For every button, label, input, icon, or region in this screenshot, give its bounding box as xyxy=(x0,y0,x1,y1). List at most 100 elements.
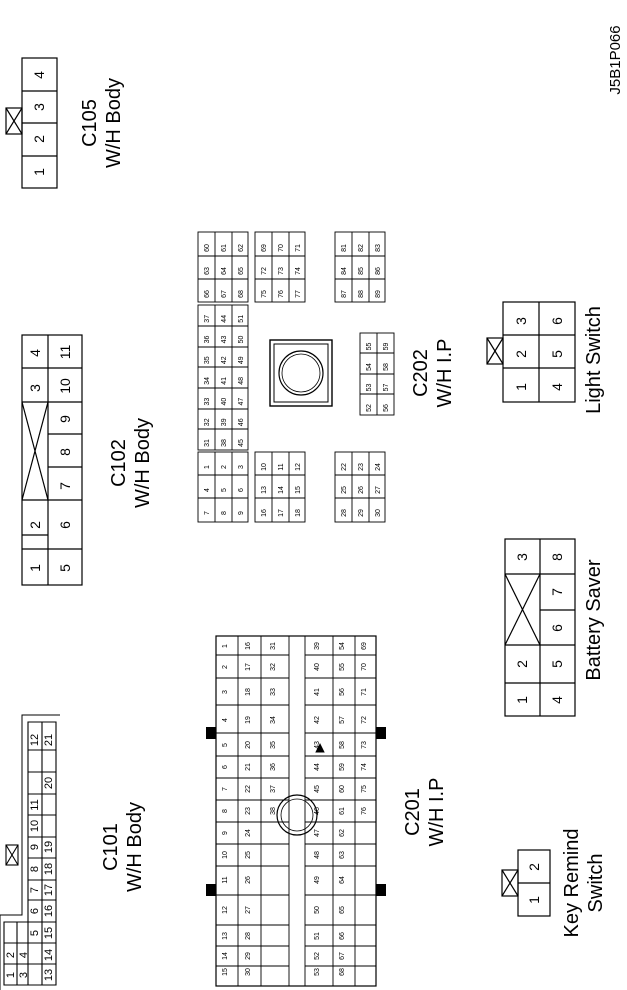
pin-label: 65 xyxy=(339,906,346,914)
pin-label: 20 xyxy=(43,777,55,789)
pin-label: 42 xyxy=(314,716,321,724)
pin-label: 25 xyxy=(341,486,348,494)
pin-label: 72 xyxy=(261,267,268,275)
pin-label: 18 xyxy=(43,863,55,875)
pin-label: 8 xyxy=(222,809,229,813)
pin-label: 8 xyxy=(221,511,228,515)
pin-label: 50 xyxy=(314,906,321,914)
pin-label: 74 xyxy=(295,267,302,275)
pin-label: 6 xyxy=(549,624,565,632)
pin-label: 14 xyxy=(43,949,55,961)
pin-label: 6 xyxy=(238,488,245,492)
pin-label: 7 xyxy=(57,482,73,490)
pin-label: 26 xyxy=(358,486,365,494)
pin-label: 39 xyxy=(314,642,321,650)
pin-label: 7 xyxy=(549,588,565,596)
pin-label: 75 xyxy=(361,785,368,793)
pin-label: 28 xyxy=(341,509,348,517)
pin-label: 82 xyxy=(358,244,365,252)
pin-label: 17 xyxy=(245,663,252,671)
latch-icon xyxy=(486,337,504,365)
pin-label: 75 xyxy=(261,290,268,298)
pin-label: 68 xyxy=(238,290,245,298)
pin-label: 54 xyxy=(366,363,373,371)
pin-label: 2 xyxy=(31,135,47,143)
connector-c101 xyxy=(0,714,60,990)
battery-saver-pins: 1 2 3 4 5 6 7 8 xyxy=(514,553,565,704)
pin-label: 62 xyxy=(238,244,245,252)
pin-label: 19 xyxy=(43,841,55,853)
pin-label: 51 xyxy=(314,932,321,940)
pin-label: 1 xyxy=(204,465,211,469)
pin-label: 6 xyxy=(29,908,41,914)
c102-location: W/H Body xyxy=(132,418,154,508)
pin-label: 24 xyxy=(375,463,382,471)
connector-c105 xyxy=(5,57,58,189)
pin-label: 67 xyxy=(339,952,346,960)
pin-label: 70 xyxy=(361,663,368,671)
pin-label: 69 xyxy=(361,642,368,650)
pin-label: 34 xyxy=(270,716,277,724)
pin-label: 52 xyxy=(366,404,373,412)
pin-label: 86 xyxy=(375,267,382,275)
pin-label: 23 xyxy=(245,807,252,815)
pin-label: 88 xyxy=(358,290,365,298)
pin-label: 5 xyxy=(221,488,228,492)
pin-label: 22 xyxy=(245,785,252,793)
pin-label: 63 xyxy=(204,267,211,275)
pin-label: 8 xyxy=(549,553,565,561)
pin-label: 84 xyxy=(341,267,348,275)
pin-label: 56 xyxy=(383,404,390,412)
pin-label: 81 xyxy=(341,244,348,252)
c201-location: W/H I.P xyxy=(426,778,448,847)
latch-icon xyxy=(5,107,23,135)
pin-label: 18 xyxy=(295,509,302,517)
pin-label: 43 xyxy=(314,741,321,749)
pin-label: 9 xyxy=(222,831,229,835)
pin-label: 4 xyxy=(31,71,47,79)
pin-label: 24 xyxy=(245,829,252,837)
pin-label: 17 xyxy=(278,509,285,517)
pin-label: 19 xyxy=(245,716,252,724)
pin-label: 37 xyxy=(204,315,211,323)
pin-label: 1 xyxy=(31,168,47,176)
pin-label: 8 xyxy=(57,448,73,456)
pin-label: 11 xyxy=(57,345,73,360)
pin-label: 1 xyxy=(5,972,17,978)
pin-label: 3 xyxy=(27,384,43,392)
pin-label: 49 xyxy=(238,356,245,364)
pin-label: 89 xyxy=(375,290,382,298)
pin-label: 2 xyxy=(526,863,542,871)
pin-label: 6 xyxy=(57,521,73,529)
pin-label: 29 xyxy=(358,509,365,517)
connector-key-remind xyxy=(501,849,551,917)
pin-label: 11 xyxy=(222,876,229,883)
pin-label: 3 xyxy=(238,465,245,469)
connector-light-switch xyxy=(486,301,576,403)
pin-label: 9 xyxy=(29,844,41,850)
pin-label: 77 xyxy=(295,290,302,298)
pin-label: 31 xyxy=(204,439,211,447)
pin-label: 55 xyxy=(366,343,373,351)
pin-label: 46 xyxy=(238,418,245,426)
pin-label: 3 xyxy=(514,553,530,561)
pin-label: 16 xyxy=(43,905,55,917)
pin-label: 45 xyxy=(238,439,245,447)
pin-label: 4 xyxy=(549,696,565,704)
pin-label: 42 xyxy=(221,356,228,364)
c202-location: W/H I.P xyxy=(434,339,456,408)
pin-label: 37 xyxy=(270,785,277,793)
pin-label: 1 xyxy=(27,564,43,572)
pin-label: 9 xyxy=(57,415,73,423)
pin-label: 51 xyxy=(238,315,245,323)
pin-label: 1 xyxy=(526,896,542,904)
pin-label: 48 xyxy=(238,377,245,385)
pin-label: 67 xyxy=(221,290,228,298)
pin-label: 12 xyxy=(222,906,229,914)
c102-pins: 1 2 3 4 5 6 7 8 9 10 11 xyxy=(27,345,73,572)
pin-label: 36 xyxy=(270,763,277,771)
pin-label: 18 xyxy=(245,688,252,696)
pin-label: 11 xyxy=(29,799,41,810)
pin-label: 62 xyxy=(339,829,346,837)
